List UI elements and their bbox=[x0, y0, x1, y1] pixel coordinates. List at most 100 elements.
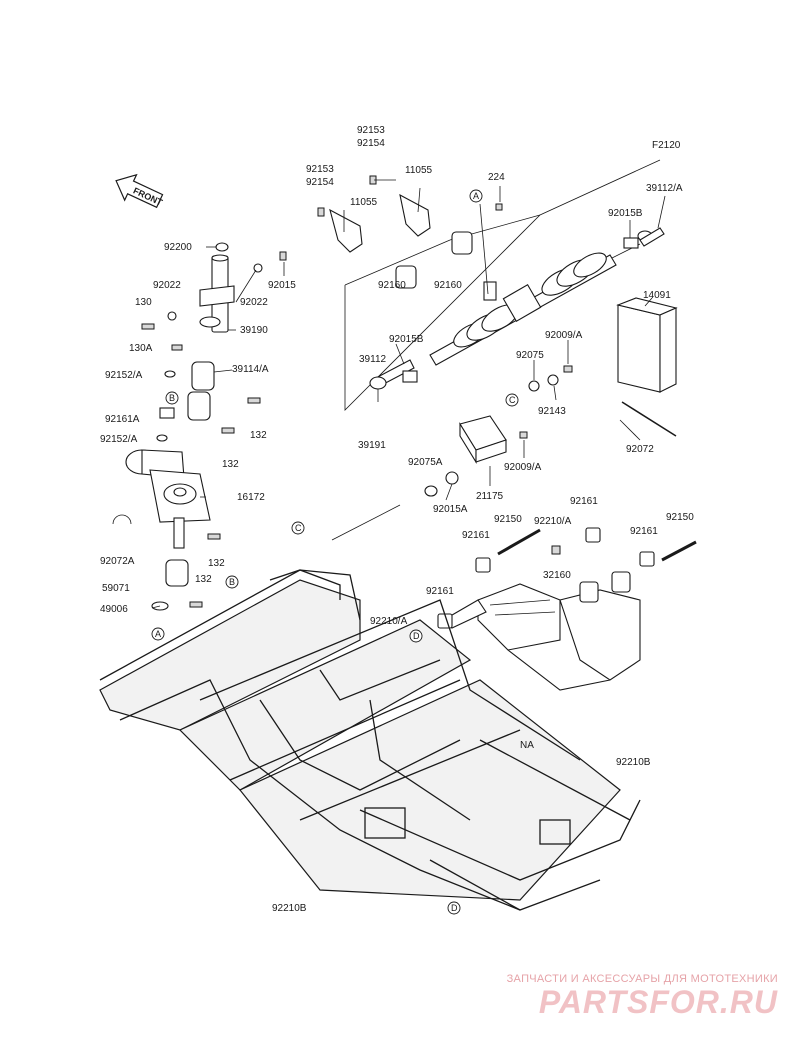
svg-text:C: C bbox=[509, 395, 516, 405]
main-frame bbox=[99, 504, 641, 911]
bush-92161-3 bbox=[475, 557, 491, 573]
washer-92075 bbox=[528, 380, 540, 392]
bush-92161-2 bbox=[639, 551, 655, 567]
label-92200: 92200 bbox=[164, 242, 192, 253]
label-92075a: 92075A bbox=[408, 457, 443, 468]
ref-marker-b-2: B bbox=[225, 575, 239, 589]
ref-marker-d-2: D bbox=[447, 901, 461, 915]
label-92152a-top: 92152/A bbox=[105, 370, 143, 381]
tie-rod-end-left bbox=[369, 359, 415, 402]
label-92152a-mid: 92152/A bbox=[100, 434, 138, 445]
label-92161a: 92161A bbox=[105, 414, 140, 425]
washer-92143 bbox=[547, 374, 559, 386]
label-14091: 14091 bbox=[643, 290, 671, 301]
rack-clamp-left bbox=[329, 208, 417, 289]
nut-92015 bbox=[279, 251, 287, 261]
label-92153-b: 92153 bbox=[306, 164, 334, 175]
label-92161-2: 92161 bbox=[462, 530, 490, 541]
steering-column-group bbox=[112, 242, 287, 611]
label-92015a: 92015A bbox=[433, 504, 468, 515]
cable-tie-92072 bbox=[621, 401, 677, 437]
grommet-92075a bbox=[424, 485, 438, 497]
label-92015b-mid: 92015B bbox=[389, 334, 424, 345]
label-49006: 49006 bbox=[100, 604, 128, 615]
label-92160-a: 92160 bbox=[378, 280, 406, 291]
ref-marker-c-1: C bbox=[505, 393, 519, 407]
label-92161-4: 92161 bbox=[426, 586, 454, 597]
label-132-d: 132 bbox=[195, 574, 212, 585]
joint-59071 bbox=[165, 559, 189, 587]
label-92150-a: 92150 bbox=[494, 514, 522, 525]
label-92150-b: 92150 bbox=[666, 512, 694, 523]
watermark: ЗАПЧАСТИ И АКСЕССУАРЫ ДЛЯ МОТОТЕХНИКИ PA… bbox=[507, 973, 778, 1019]
label-92072a: 92072A bbox=[100, 556, 135, 567]
svg-text:D: D bbox=[413, 631, 420, 641]
diagram-code: F2120 bbox=[652, 140, 681, 151]
bolt-92153b bbox=[317, 207, 325, 217]
label-132-b: 132 bbox=[222, 459, 239, 470]
washer-92022b bbox=[167, 311, 177, 321]
label-224: 224 bbox=[488, 172, 505, 183]
svg-text:A: A bbox=[473, 191, 479, 201]
label-59071: 59071 bbox=[102, 583, 130, 594]
label-130a: 130A bbox=[129, 343, 153, 354]
label-21175: 21175 bbox=[476, 491, 504, 502]
rack-clamp-right bbox=[399, 193, 473, 255]
label-39112a: 39112/A bbox=[646, 183, 683, 194]
label-92160-b: 92160 bbox=[434, 280, 462, 291]
label-92154-a: 92154 bbox=[357, 138, 385, 149]
label-11055-a: 11055 bbox=[405, 165, 433, 176]
leader-lines bbox=[151, 179, 666, 609]
svg-text:C: C bbox=[295, 523, 302, 533]
label-32160: 32160 bbox=[543, 570, 571, 581]
label-132-c: 132 bbox=[208, 558, 225, 569]
bolt-132c bbox=[207, 533, 221, 540]
label-92009a-mid: 92009/A bbox=[504, 462, 542, 473]
rack-boot-right bbox=[541, 252, 607, 296]
ref-marker-c-2: C bbox=[291, 521, 305, 535]
ref-marker-b-1: B bbox=[165, 391, 179, 405]
washer-92152a bbox=[164, 370, 176, 378]
collar-92015a bbox=[445, 471, 459, 485]
label-92072: 92072 bbox=[626, 444, 654, 455]
washer-92152a-2 bbox=[156, 434, 168, 442]
bolt-132b bbox=[221, 427, 235, 434]
watermark-brand: PARTSFOR.RU bbox=[538, 984, 778, 1020]
label-16172: 16172 bbox=[237, 492, 265, 503]
label-92022-a: 92022 bbox=[153, 280, 181, 291]
label-92153-a: 92153 bbox=[357, 125, 385, 136]
jam-nut-right bbox=[623, 237, 639, 249]
label-92009a-top: 92009/A bbox=[545, 330, 583, 341]
part-labels: 92153 92154 92153 92154 11055 11055 224 … bbox=[100, 125, 694, 914]
clip-92072a bbox=[112, 514, 132, 525]
eps-unit-16172 bbox=[125, 449, 211, 549]
label-92161-3: 92161 bbox=[630, 526, 658, 537]
svg-text:A: A bbox=[155, 629, 161, 639]
label-132-a: 132 bbox=[250, 430, 267, 441]
label-92075: 92075 bbox=[516, 350, 544, 361]
label-130: 130 bbox=[135, 297, 152, 308]
svg-text:B: B bbox=[169, 393, 175, 403]
cover-14091 bbox=[616, 297, 678, 393]
label-92210a-top: 92210/A bbox=[534, 516, 572, 527]
label-39191: 39191 bbox=[358, 440, 386, 451]
nut-92210a bbox=[551, 545, 561, 555]
front-arrow-icon: FRONT bbox=[115, 173, 164, 209]
bolt-132 bbox=[247, 397, 261, 404]
bolt-130 bbox=[141, 323, 155, 330]
ref-marker-a-1: A bbox=[469, 189, 483, 203]
label-92154-b: 92154 bbox=[306, 177, 334, 188]
label-92210b-left: 92210B bbox=[272, 903, 307, 914]
universal-joint-39114 bbox=[191, 361, 215, 391]
label-92161-1: 92161 bbox=[570, 496, 598, 507]
label-39190: 39190 bbox=[240, 325, 268, 336]
label-92022-b: 92022 bbox=[240, 297, 268, 308]
bolt-92009a bbox=[563, 365, 573, 373]
label-92210b-right: 92210B bbox=[616, 757, 651, 768]
bolt-130a bbox=[171, 344, 183, 351]
oring-92200 bbox=[215, 242, 229, 252]
label-92015: 92015 bbox=[268, 280, 296, 291]
label-39114a: 39114/A bbox=[232, 364, 269, 375]
ref-marker-d-1: D bbox=[409, 629, 423, 643]
label-92143: 92143 bbox=[538, 406, 566, 417]
